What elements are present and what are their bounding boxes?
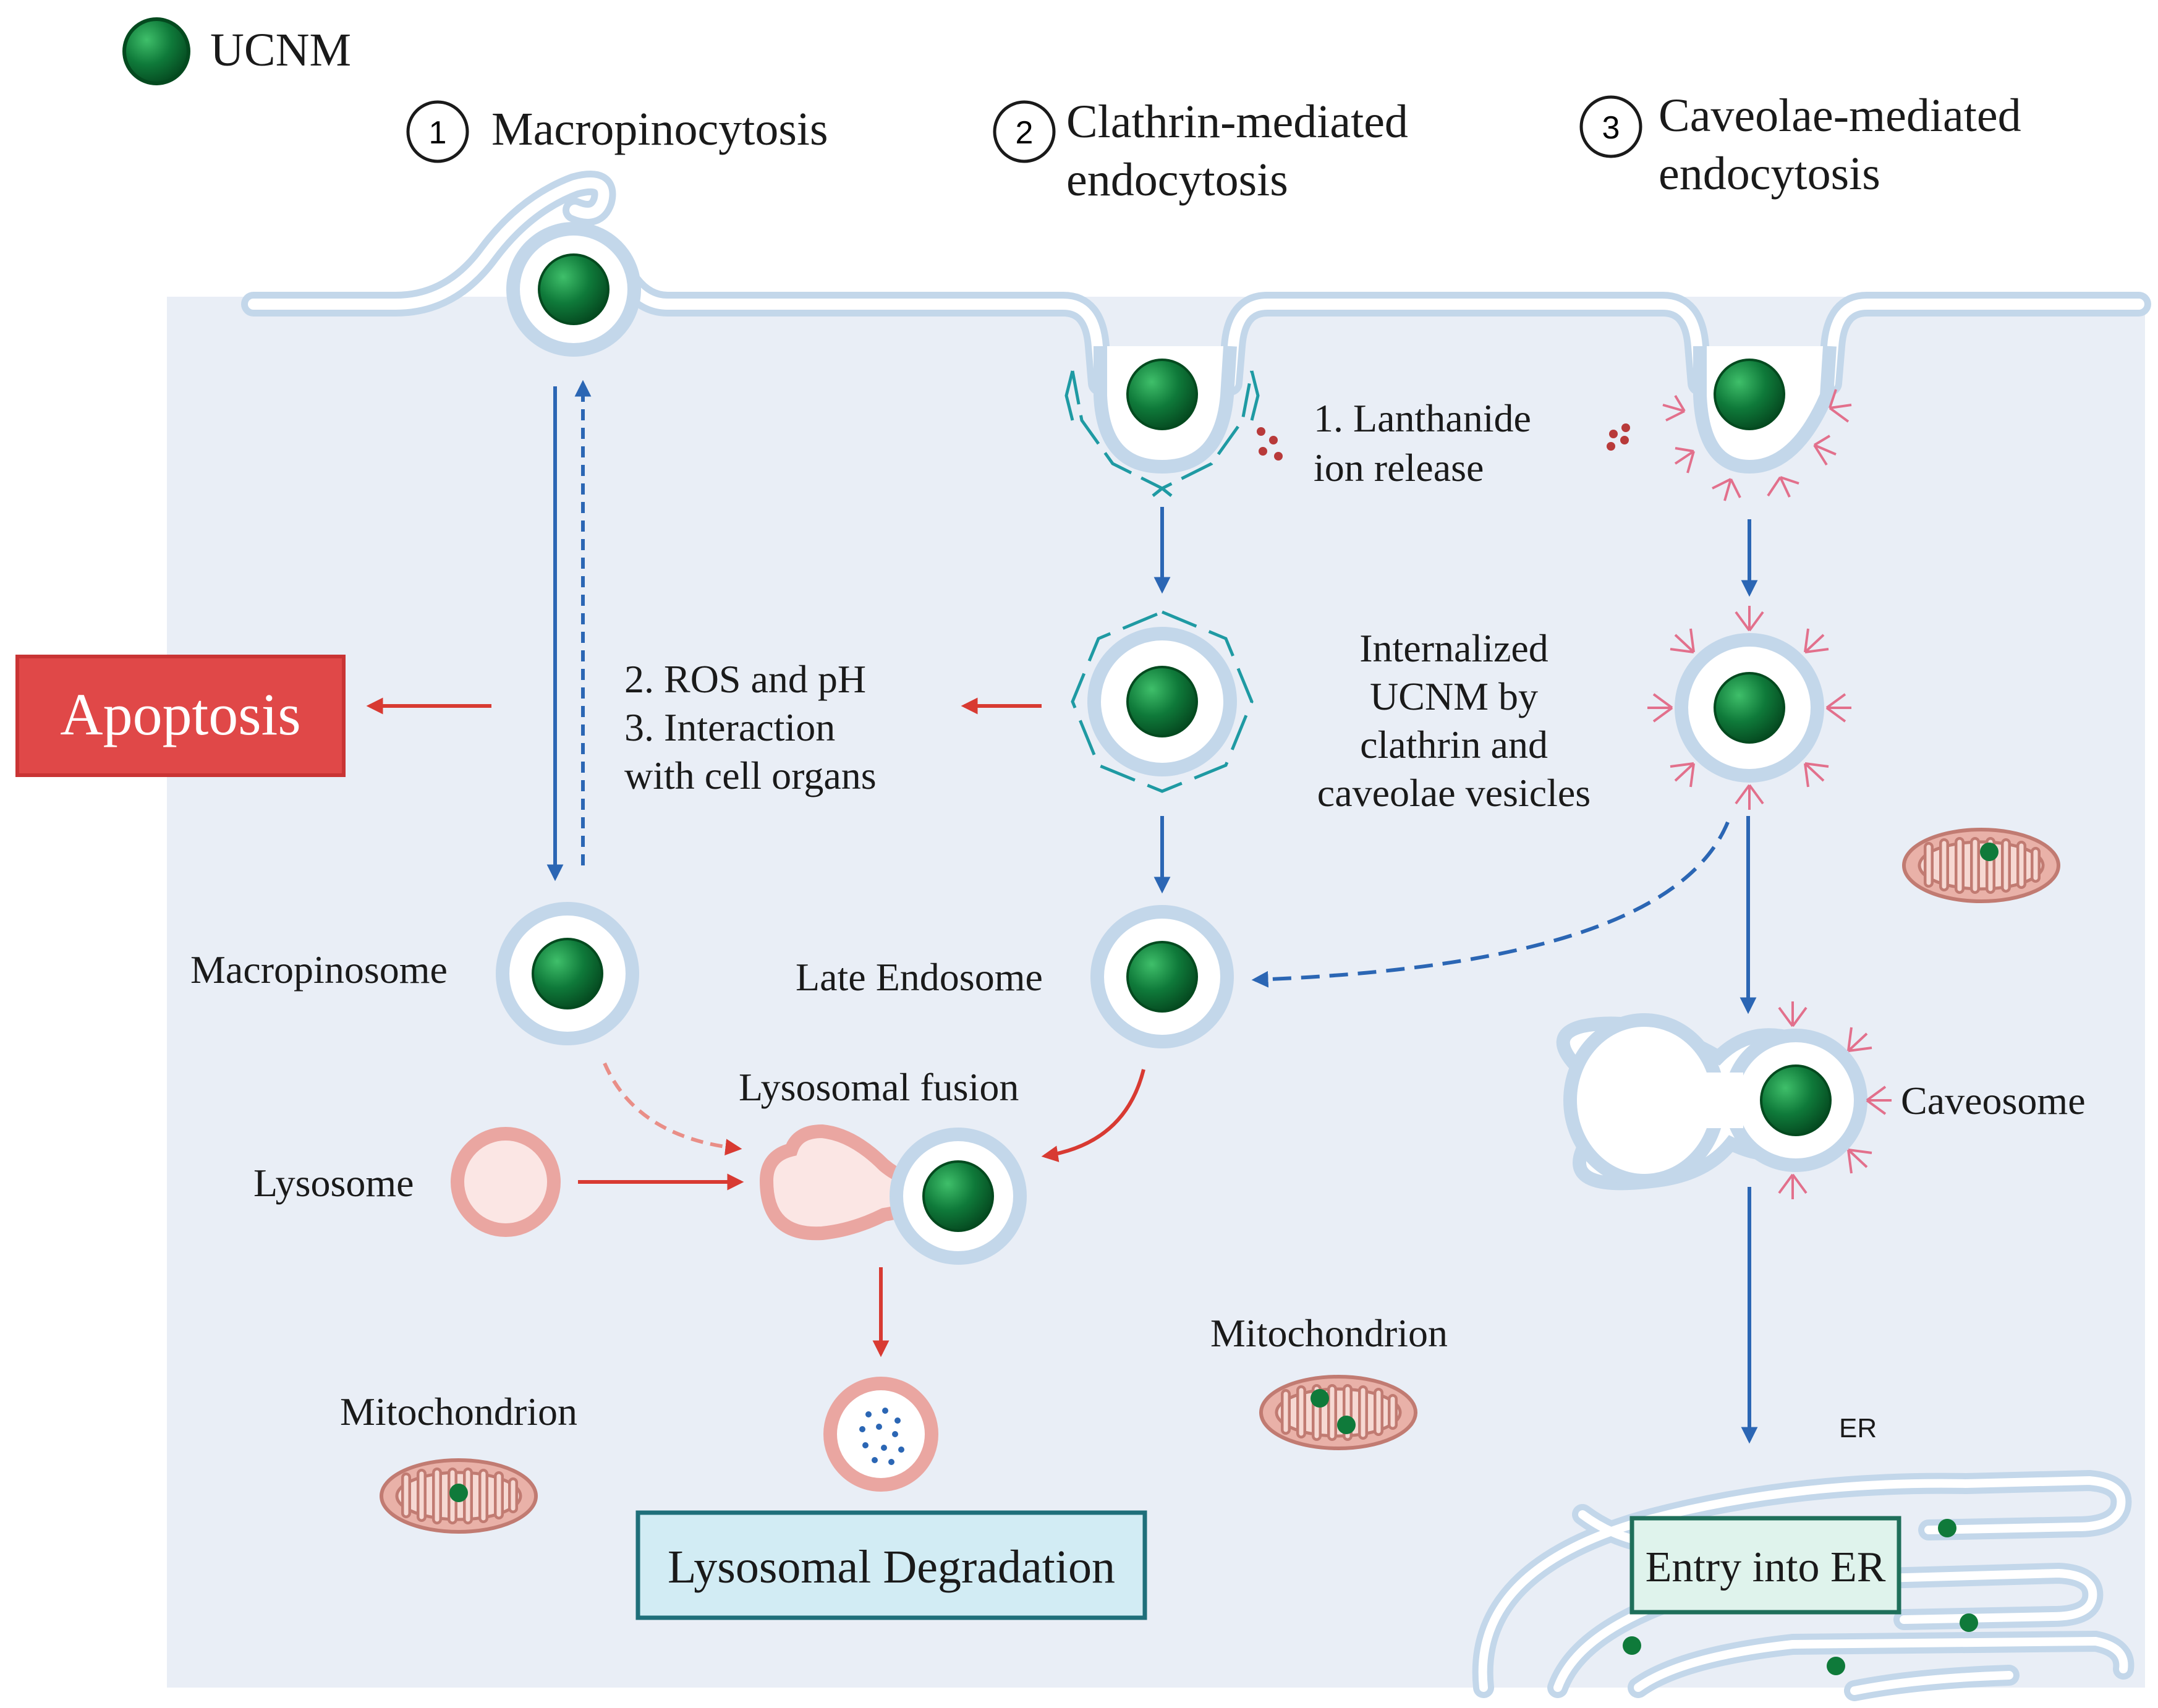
- ucnm-particle: [1311, 1389, 1329, 1408]
- ucnm-particle: [1760, 1064, 1832, 1136]
- pathway-number: 2: [1016, 115, 1034, 151]
- internalized-label-2: UCNM by: [1370, 674, 1538, 718]
- er-label: ER: [1839, 1413, 1877, 1443]
- ucnm-particle: [1827, 1657, 1845, 1675]
- ucnm-particle: [1126, 359, 1198, 430]
- pathway-number: 3: [1602, 110, 1620, 146]
- ucnm-particle: [1938, 1519, 1956, 1537]
- arrow-caveolae-to-late-endosome: [1251, 821, 1730, 988]
- ucnm-particle: [1623, 1636, 1641, 1655]
- legend: UCNM: [122, 17, 351, 85]
- ucnm-legend-icon: [122, 17, 190, 85]
- caveosome-label: Caveosome: [1901, 1079, 2086, 1123]
- late-endosome-label: Late Endosome: [796, 955, 1043, 999]
- clathrin-pit: [1064, 346, 1260, 497]
- mitochondrion-label-left: Mitochondrion: [340, 1390, 577, 1434]
- ucnm-particle: [1714, 359, 1785, 430]
- arrows: [366, 380, 1758, 1444]
- ros-label-1: 2. ROS and pH: [624, 657, 866, 701]
- legend-label: UCNM: [210, 24, 351, 76]
- entry-er-label: Entry into ER: [1646, 1544, 1886, 1591]
- ucnm-particle: [1714, 672, 1785, 744]
- ros-label-2: 3. Interaction: [624, 705, 835, 749]
- internalized-label-3: clathrin and: [1360, 723, 1548, 767]
- lanthanide-ions-right: [1607, 423, 1630, 451]
- mitochondrion-middle: [1261, 1377, 1416, 1448]
- mitochondrion-right-top: [1904, 830, 2058, 901]
- apoptosis-label: Apoptosis: [60, 681, 300, 747]
- caveolae-vesicle: [1647, 606, 1851, 810]
- macropinocytosis-vesicle: [506, 222, 641, 357]
- lysosome: [451, 1127, 561, 1237]
- arrow-macropinosome-to-fusion: [603, 1062, 742, 1156]
- caveosome-vesicle: [1556, 1001, 1892, 1199]
- macropinosome-label: Macropinosome: [190, 948, 448, 992]
- ucnm-particle: [1960, 1613, 1978, 1632]
- mitochondrion-label-middle: Mitochondrion: [1210, 1311, 1448, 1355]
- clathrin-coated-vesicle: [1071, 610, 1254, 793]
- pathway-header-3: 3 Caveolae-mediated endocytosis: [1579, 90, 2021, 200]
- lanthanide-ions: [1257, 427, 1283, 461]
- mitochondrion-left: [381, 1460, 536, 1532]
- lysosomal-degradation-box: Lysosomal Degradation: [635, 1510, 1147, 1620]
- pathway-title: Macropinocytosis: [491, 103, 828, 155]
- plasma-membrane: [241, 170, 2151, 396]
- entry-er-box: Entry into ER: [1629, 1516, 1901, 1615]
- ucnm-particle: [1126, 941, 1198, 1013]
- internalized-label-1: Internalized: [1359, 626, 1548, 670]
- ucnm-particle: [1337, 1416, 1356, 1434]
- apoptosis-box: Apoptosis: [15, 655, 346, 777]
- lysosome-label: Lysosome: [253, 1161, 414, 1205]
- pathway-header-1: 1 Macropinocytosis: [406, 100, 828, 163]
- ucnm-particle: [1126, 666, 1198, 737]
- ucnm-particle: [538, 253, 610, 325]
- lanthanide-label-2: ion release: [1314, 446, 1484, 490]
- late-endosome-vesicle: [1090, 905, 1234, 1048]
- pathway-title-line2: endocytosis: [1066, 154, 1288, 206]
- ucnm-particle: [922, 1160, 994, 1232]
- pathway-number: 1: [429, 115, 447, 151]
- pathway-title-line2: endocytosis: [1659, 148, 1880, 200]
- lysosomal-fusion-label: Lysosomal fusion: [739, 1065, 1019, 1109]
- ucnm-particle: [1980, 843, 1999, 861]
- labels: 1. Lanthanide ion release 2. ROS and pH …: [190, 396, 2086, 1443]
- internalized-label-4: caveolae vesicles: [1317, 771, 1591, 815]
- ucnm-particle: [449, 1484, 468, 1502]
- pathway-title: Caveolae-mediated: [1659, 90, 2021, 142]
- lanthanide-label-1: 1. Lanthanide: [1314, 396, 1531, 440]
- pathway-header-2: 2 Clathrin-mediated endocytosis: [993, 96, 1408, 206]
- pathway-title: Clathrin-mediated: [1066, 96, 1408, 148]
- caveolae-pit: [1662, 346, 1852, 501]
- macropinosome-vesicle: [496, 902, 639, 1045]
- lysosomal-degradation-label: Lysosomal Degradation: [668, 1541, 1115, 1593]
- degraded-lysosome: [823, 1377, 938, 1492]
- ros-label-3: with cell organs: [624, 754, 877, 797]
- arrow-late-endosome-to-fusion: [1041, 1069, 1145, 1163]
- ucnm-particle: [532, 938, 603, 1009]
- lysosomal-fusion-body: [759, 1124, 1027, 1265]
